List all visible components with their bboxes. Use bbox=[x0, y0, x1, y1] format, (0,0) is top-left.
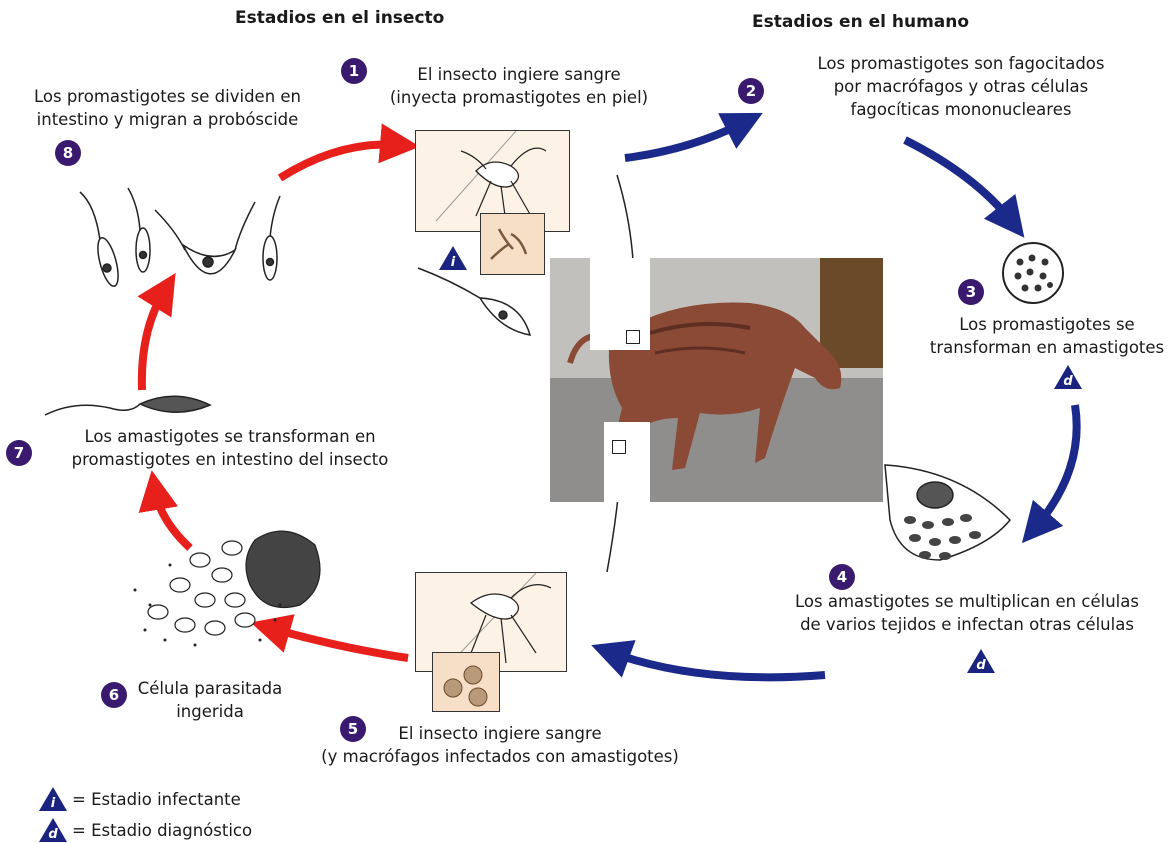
step4-line2: de varios tejidos e infectan otras célul… bbox=[762, 613, 1172, 636]
arrow-8-to-1 bbox=[280, 144, 400, 178]
step4-line1: Los amastigotes se multiplican en célula… bbox=[762, 590, 1172, 613]
step-badge-6: 6 bbox=[101, 682, 127, 708]
diagnostic-stage-marker-step3: d bbox=[1053, 364, 1083, 390]
step-caption-6: Célula parasitada ingerida bbox=[125, 677, 295, 723]
elongating-amastigote-drawing bbox=[45, 396, 210, 415]
infected-cell-drawing bbox=[885, 465, 1010, 560]
macrophage-inset-drawing bbox=[433, 653, 499, 711]
step-caption-1: El insecto ingiere sangre (inyecta proma… bbox=[356, 63, 682, 109]
promastigotes-drawing bbox=[80, 188, 280, 288]
macrophage-drawing bbox=[1003, 243, 1063, 303]
diagnostic-stage-marker-step4: d bbox=[966, 648, 996, 674]
step8-line1: Los promastigotes se dividen en bbox=[5, 85, 330, 108]
parasitized-cell-drawing bbox=[134, 531, 321, 646]
step-badge-3: 3 bbox=[958, 279, 984, 305]
diagnostic-marker-label-3: d bbox=[1053, 374, 1083, 389]
diagnostic-marker-label-4: d bbox=[966, 658, 996, 673]
arrow-3-to-4 bbox=[1035, 405, 1077, 528]
upper-magnifier-cutout bbox=[590, 258, 650, 350]
step3-line1: Los promastigotes se bbox=[922, 313, 1172, 336]
arrow-1-to-2 bbox=[625, 122, 745, 158]
promastigote-inset-step1 bbox=[480, 213, 545, 275]
header-human-stages: Estadios en el humano bbox=[752, 12, 969, 32]
step1-line1: El insecto ingiere sangre bbox=[356, 63, 682, 86]
step7-line2: promastigotes en intestino del insecto bbox=[35, 448, 425, 471]
step-badge-7: 7 bbox=[6, 440, 32, 466]
step2-line1: Los promastigotes son fagocitados bbox=[772, 52, 1150, 75]
arrow-5-to-6 bbox=[270, 628, 408, 658]
step-badge-4: 4 bbox=[829, 564, 855, 590]
promastigote-injected-drawing bbox=[418, 268, 530, 335]
macrophage-inset-step5 bbox=[432, 652, 500, 712]
step7-line1: Los amastigotes se transforman en bbox=[35, 425, 425, 448]
legend-diagnostic: d = Estadio diagnóstico bbox=[38, 817, 252, 843]
step8-line2: intestino y migran a probóscide bbox=[5, 108, 330, 131]
header-insect-stages: Estadios en el insecto bbox=[235, 8, 444, 28]
step-caption-8: Los promastigotes se dividen en intestin… bbox=[5, 85, 330, 131]
step2-line3: fagocíticas mononucleares bbox=[772, 98, 1150, 121]
legend-infective-icon: i bbox=[38, 786, 68, 812]
step3-line2: transforman en amastigotes bbox=[922, 336, 1172, 359]
promastigote-inset-drawing bbox=[481, 214, 544, 274]
step-caption-2: Los promastigotes son fagocitados por ma… bbox=[772, 52, 1150, 121]
legend-infective-symbol: i bbox=[38, 796, 68, 811]
step-caption-7: Los amastigotes se transforman en promas… bbox=[35, 425, 425, 471]
step-badge-8: 8 bbox=[55, 140, 81, 166]
step5-line1: El insecto ingiere sangre bbox=[285, 722, 715, 745]
step-badge-2: 2 bbox=[738, 78, 764, 104]
legend-diagnostic-symbol: d bbox=[38, 827, 68, 842]
legend-diagnostic-icon: d bbox=[38, 817, 68, 843]
step2-line2: por macrófagos y otras células bbox=[772, 75, 1150, 98]
legend-infective-text: = Estadio infectante bbox=[72, 790, 241, 809]
infective-marker-label: i bbox=[438, 255, 468, 270]
step5-line2: (y macrófagos infectados con amastigotes… bbox=[285, 745, 715, 768]
step-caption-5: El insecto ingiere sangre (y macrófagos … bbox=[285, 722, 715, 768]
step-caption-4: Los amastigotes se multiplican en célula… bbox=[762, 590, 1172, 636]
step1-line2: (inyecta promastigotes en piel) bbox=[356, 86, 682, 109]
arrow-7-to-8 bbox=[142, 290, 165, 390]
legend-diagnostic-text: = Estadio diagnóstico bbox=[72, 821, 252, 840]
arrow-4-to-5 bbox=[610, 652, 825, 677]
arrow-2-to-3 bbox=[905, 140, 1012, 222]
step6-line2: ingerida bbox=[125, 700, 295, 723]
lower-magnifier-cutout bbox=[604, 422, 650, 502]
legend-infective: i = Estadio infectante bbox=[38, 786, 241, 812]
upper-magnifier-square bbox=[626, 330, 640, 344]
lower-magnifier-square bbox=[612, 440, 626, 454]
step6-line1: Célula parasitada bbox=[125, 677, 295, 700]
step-caption-3: Los promastigotes se transforman en amas… bbox=[922, 313, 1172, 359]
infective-stage-marker-step1: i bbox=[438, 245, 468, 271]
arrow-6-to-7 bbox=[155, 490, 190, 548]
